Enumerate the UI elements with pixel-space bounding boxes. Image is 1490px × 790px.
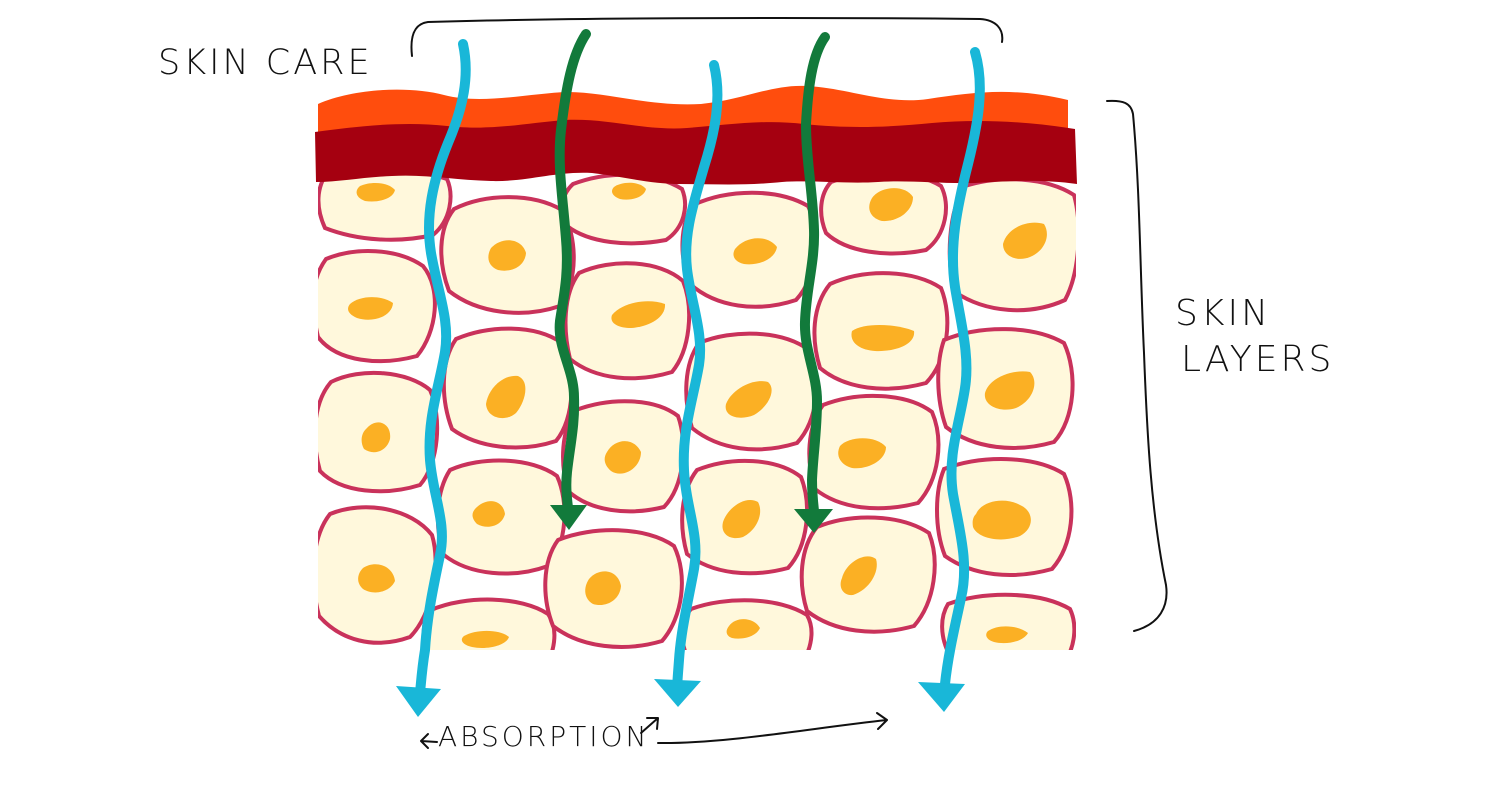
absorption-label: ABSORPTION (438, 720, 650, 753)
cell-nucleus (840, 556, 877, 596)
skin-cell (680, 458, 809, 576)
arrow-right-icon (640, 717, 659, 734)
arrow-left-icon (420, 733, 438, 749)
cell-nucleus (726, 619, 760, 639)
outer-skin-layer (318, 85, 1068, 137)
skin-cell (435, 458, 567, 576)
skin-cell (421, 597, 557, 650)
cell-nucleus (972, 500, 1031, 540)
cell-nucleus (488, 240, 526, 271)
arrow-right-icon (657, 712, 888, 745)
skin-care-label: SKIN CARE (158, 43, 373, 83)
skin-care-bracket (410, 17, 1004, 57)
skin-cell (561, 399, 686, 514)
blue-absorption-arrow (396, 39, 471, 717)
cell-nucleus (348, 297, 393, 320)
cell-nucleus (585, 571, 621, 606)
blue-absorption-arrow (918, 47, 985, 712)
skin-cell (441, 326, 574, 450)
skin-cell (799, 515, 937, 634)
cell-nucleus (612, 182, 646, 200)
cell-nucleus (986, 626, 1028, 644)
green-absorption-arrow (794, 32, 833, 533)
blue-absorption-arrow (654, 60, 723, 707)
skin-cell (439, 195, 576, 315)
skin-cell (935, 457, 1074, 578)
cell-nucleus (356, 182, 395, 202)
inner-skin-layer (315, 119, 1077, 185)
skin-cell (560, 172, 687, 246)
cell-nucleus (725, 381, 772, 418)
skin-cell (318, 370, 440, 494)
skin-cell (812, 271, 950, 391)
cell-nucleus (869, 188, 913, 222)
cell-nucleus (472, 501, 505, 527)
skin-cell (318, 249, 437, 364)
absorption-label-group: ABSORPTION (420, 712, 888, 753)
skin-cell (807, 393, 941, 511)
skin-cell (819, 170, 948, 256)
green-absorption-arrow (550, 29, 591, 530)
cell-nucleus (1003, 222, 1047, 259)
cell-nucleus (722, 499, 761, 539)
skin-cell (318, 505, 438, 645)
skin-layers-bracket (1106, 99, 1168, 632)
skin-cell (563, 261, 692, 381)
cell-nucleus (461, 630, 509, 648)
skin-layers-label-line-2: LAYERS (1181, 339, 1334, 380)
cell-nucleus (984, 371, 1035, 410)
cell-nucleus (611, 301, 666, 328)
cell-nucleus (361, 422, 391, 453)
skin-cell (680, 190, 819, 309)
cell-nucleus (358, 564, 395, 593)
skin-layers-label-line-1: SKIN (1175, 293, 1271, 334)
skin-cell (543, 528, 684, 649)
cell-nucleus (733, 238, 777, 265)
skin-cell (684, 331, 819, 452)
cell-nucleus (851, 324, 915, 352)
skin-cell (680, 598, 814, 650)
cell-nucleus (838, 438, 886, 469)
skin-cell (947, 177, 1076, 313)
cell-nucleus (604, 441, 641, 474)
cell-nucleus (486, 375, 526, 419)
skin-cell-grid (318, 170, 1076, 650)
skin-cell (936, 327, 1075, 450)
